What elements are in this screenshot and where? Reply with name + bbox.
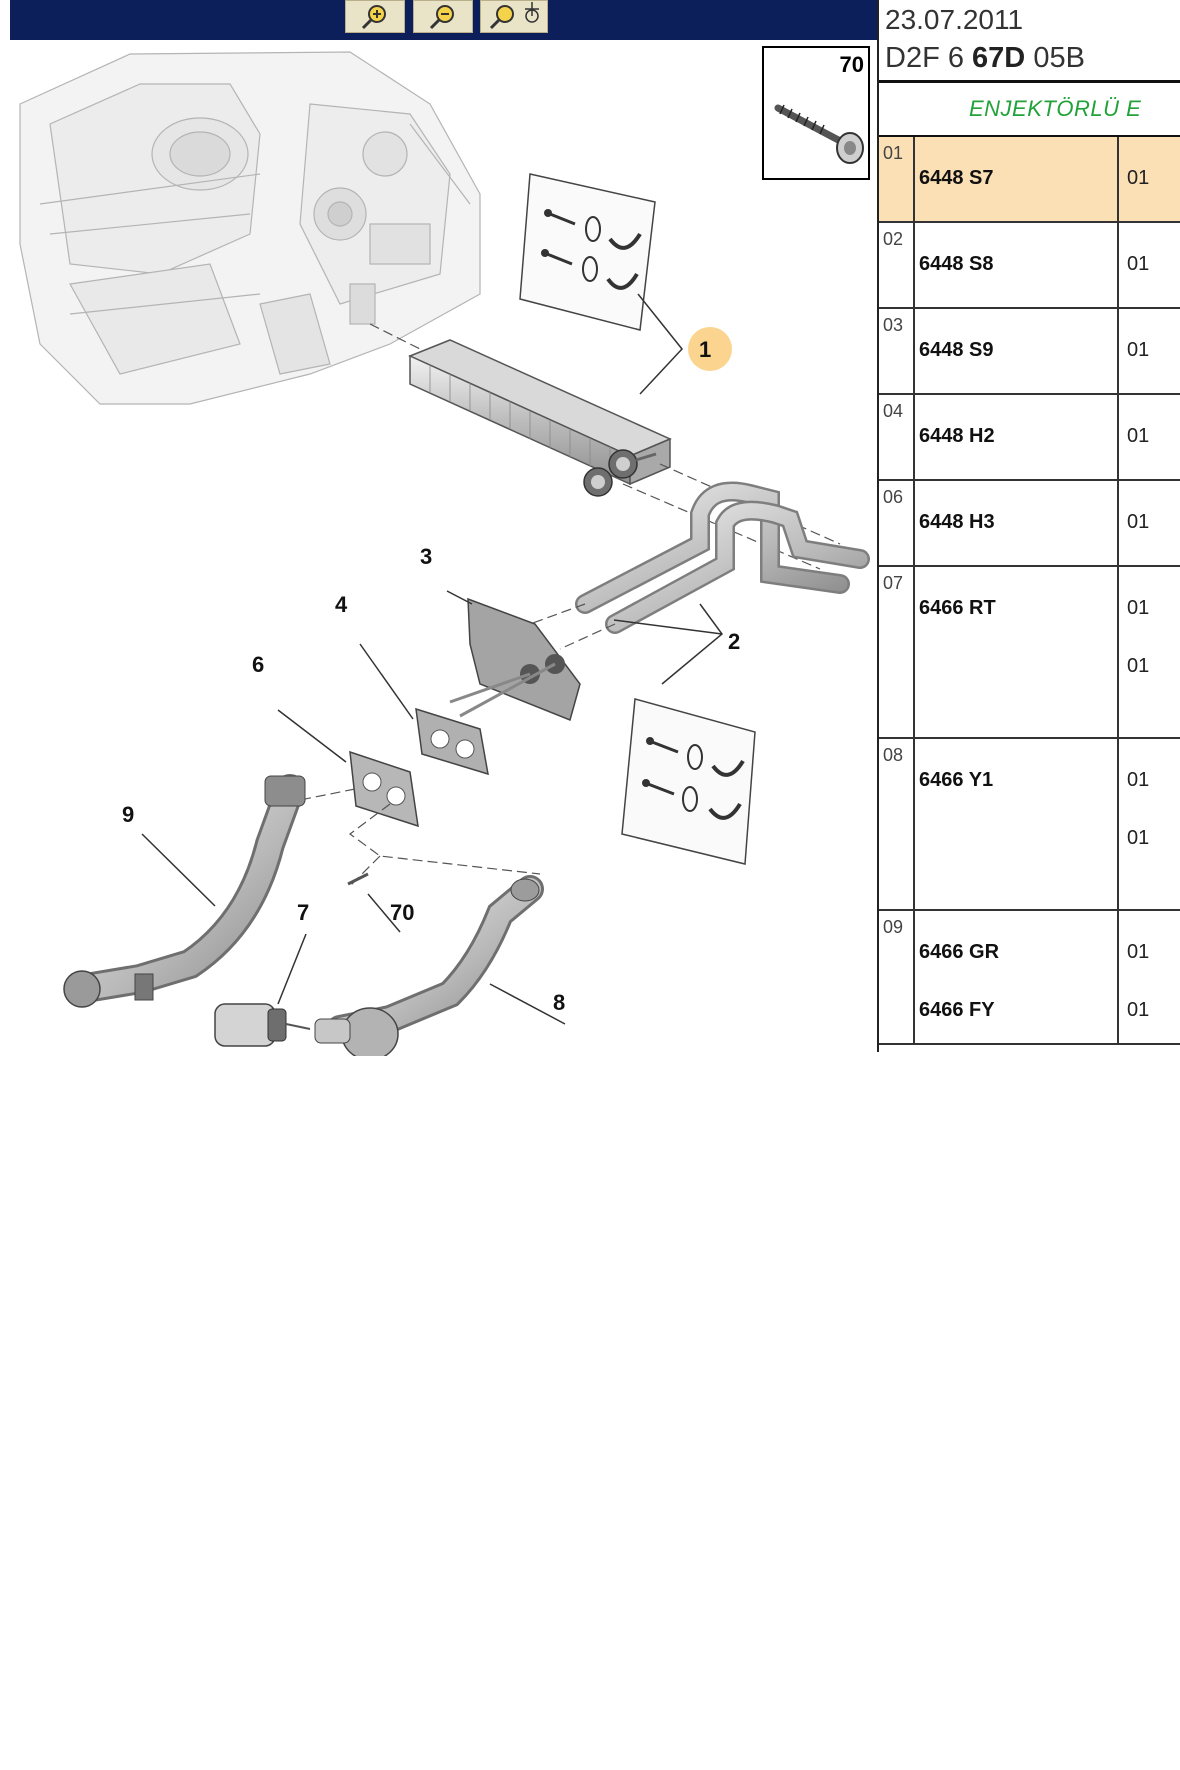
part-quantity: 01 [1127,655,1150,677]
row-index: 01 [883,143,904,163]
gasket-6 [349,750,419,828]
seal-kit-bottom [621,698,756,865]
parts-row[interactable]: 02 6448 S8 01 [879,223,1180,309]
part-quantity: 01 [1127,339,1150,361]
zoom-in-button[interactable] [345,0,405,33]
part-reference[interactable]: 6466 GR [919,941,1000,963]
row-divider [913,395,915,479]
exploded-view-drawing: 1 2 3 4 6 7 8 9 70 [19,51,870,1056]
connector-7 [214,1003,311,1047]
hose-9 [63,774,306,1008]
parts-list-panel: 23.07.2011 D2F 6 67D 05B ENJEKTÖRLÜ E 01… [877,0,1180,1052]
inset-number: 70 [839,52,864,77]
callout-9[interactable]: 9 [122,802,134,827]
part-quantity: 01 [1127,253,1150,275]
part-reference[interactable]: 6448 S7 [919,167,994,189]
row-divider [1117,395,1119,479]
row-divider [913,137,915,221]
callout-1[interactable]: 1 [699,337,711,362]
row-divider [913,911,915,1043]
heater-core [408,339,672,497]
code-prefix: D2F 6 [885,42,964,74]
parts-row[interactable]: 06 6448 H3 01 [879,481,1180,567]
part-reference[interactable]: 6448 H3 [919,511,995,533]
parts-diagram: 1 2 3 4 6 7 8 9 70 [10,44,877,1056]
row-divider [1117,739,1119,909]
row-divider [1117,911,1119,1043]
parts-row[interactable]: 04 6448 H2 01 [879,395,1180,481]
code-suffix: 05B [1033,42,1085,74]
hvac-housing [19,51,481,405]
callout-70[interactable]: 70 [390,900,414,925]
zoom-in-icon [361,5,386,30]
callout-2[interactable]: 2 [728,629,740,654]
parts-row[interactable]: 07 6466 RT 01 01 [879,567,1180,739]
screw-icon [774,104,864,164]
callout-6[interactable]: 6 [252,652,264,677]
pan-zoom-icon [489,2,539,30]
parts-table: 01 6448 S7 01 02 6448 S8 01 03 6448 S9 01 04 6448 … [879,137,1180,1045]
row-divider [913,309,915,393]
part-quantity: 01 [1127,597,1150,619]
engine-label: ENJEKTÖRLÜ E [969,96,1142,121]
part-reference[interactable]: 6448 H2 [919,425,995,447]
callout-8[interactable]: 8 [553,990,565,1015]
zoom-out-icon [429,5,454,30]
part-quantity: 01 [1127,769,1150,791]
part-quantity: 01 [1127,425,1150,447]
part-quantity: 01 [1127,941,1150,963]
parts-row[interactable]: 03 6448 S9 01 [879,309,1180,395]
gasket-4 [415,707,489,776]
part-reference[interactable]: 6448 S8 [919,253,994,275]
callout-3[interactable]: 3 [420,544,432,569]
part-quantity: 01 [1127,167,1150,189]
row-index: 06 [883,487,904,507]
parts-catalog-view: 1 2 3 4 6 7 8 9 70 [10,0,1180,1056]
header-divider [879,80,1180,83]
parts-row[interactable]: 08 6466 Y1 01 01 [879,739,1180,911]
hose-8 [314,875,544,1056]
catalog-code: D2F 6 67D 05B [885,42,1085,75]
part-reference[interactable]: 6466 RT [919,597,996,619]
pan-zoom-button[interactable] [480,0,548,33]
parts-row[interactable]: 01 6448 S7 01 [879,137,1180,223]
parts-row[interactable]: 09 6466 GR 6466 FY 01 01 [879,911,1180,1045]
row-index: 08 [883,745,904,765]
row-index: 04 [883,401,904,421]
row-divider [1117,567,1119,737]
seal-kit-top [519,173,656,331]
row-index: 03 [883,315,904,335]
pipe-assembly [575,481,870,634]
part-reference[interactable]: 6448 S9 [919,339,994,361]
row-index: 09 [883,917,904,937]
row-divider [913,567,915,737]
toolbar [10,0,877,40]
row-divider [1117,223,1119,307]
row-divider [1117,481,1119,565]
part-quantity: 01 [1127,827,1150,849]
part-reference[interactable]: 6466 Y1 [919,769,994,791]
callout-1-highlight[interactable] [688,327,732,371]
row-divider [1117,309,1119,393]
row-divider [913,223,915,307]
part-reference[interactable]: 6466 FY [919,999,995,1021]
row-divider [1117,137,1119,221]
table-top-divider [879,135,1180,138]
flange-plate [449,597,581,722]
row-divider [913,739,915,909]
catalog-date: 23.07.2011 [885,4,1024,35]
zoom-out-button[interactable] [413,0,473,33]
row-index: 07 [883,573,904,593]
row-index: 02 [883,229,904,249]
part-quantity: 01 [1127,999,1150,1021]
callout-4[interactable]: 4 [335,592,348,617]
callout-7[interactable]: 7 [297,900,309,925]
code-bold: 67D [972,42,1026,74]
part-quantity: 01 [1127,511,1150,533]
row-divider [913,481,915,565]
inset-part-70[interactable]: 70 [762,46,870,180]
